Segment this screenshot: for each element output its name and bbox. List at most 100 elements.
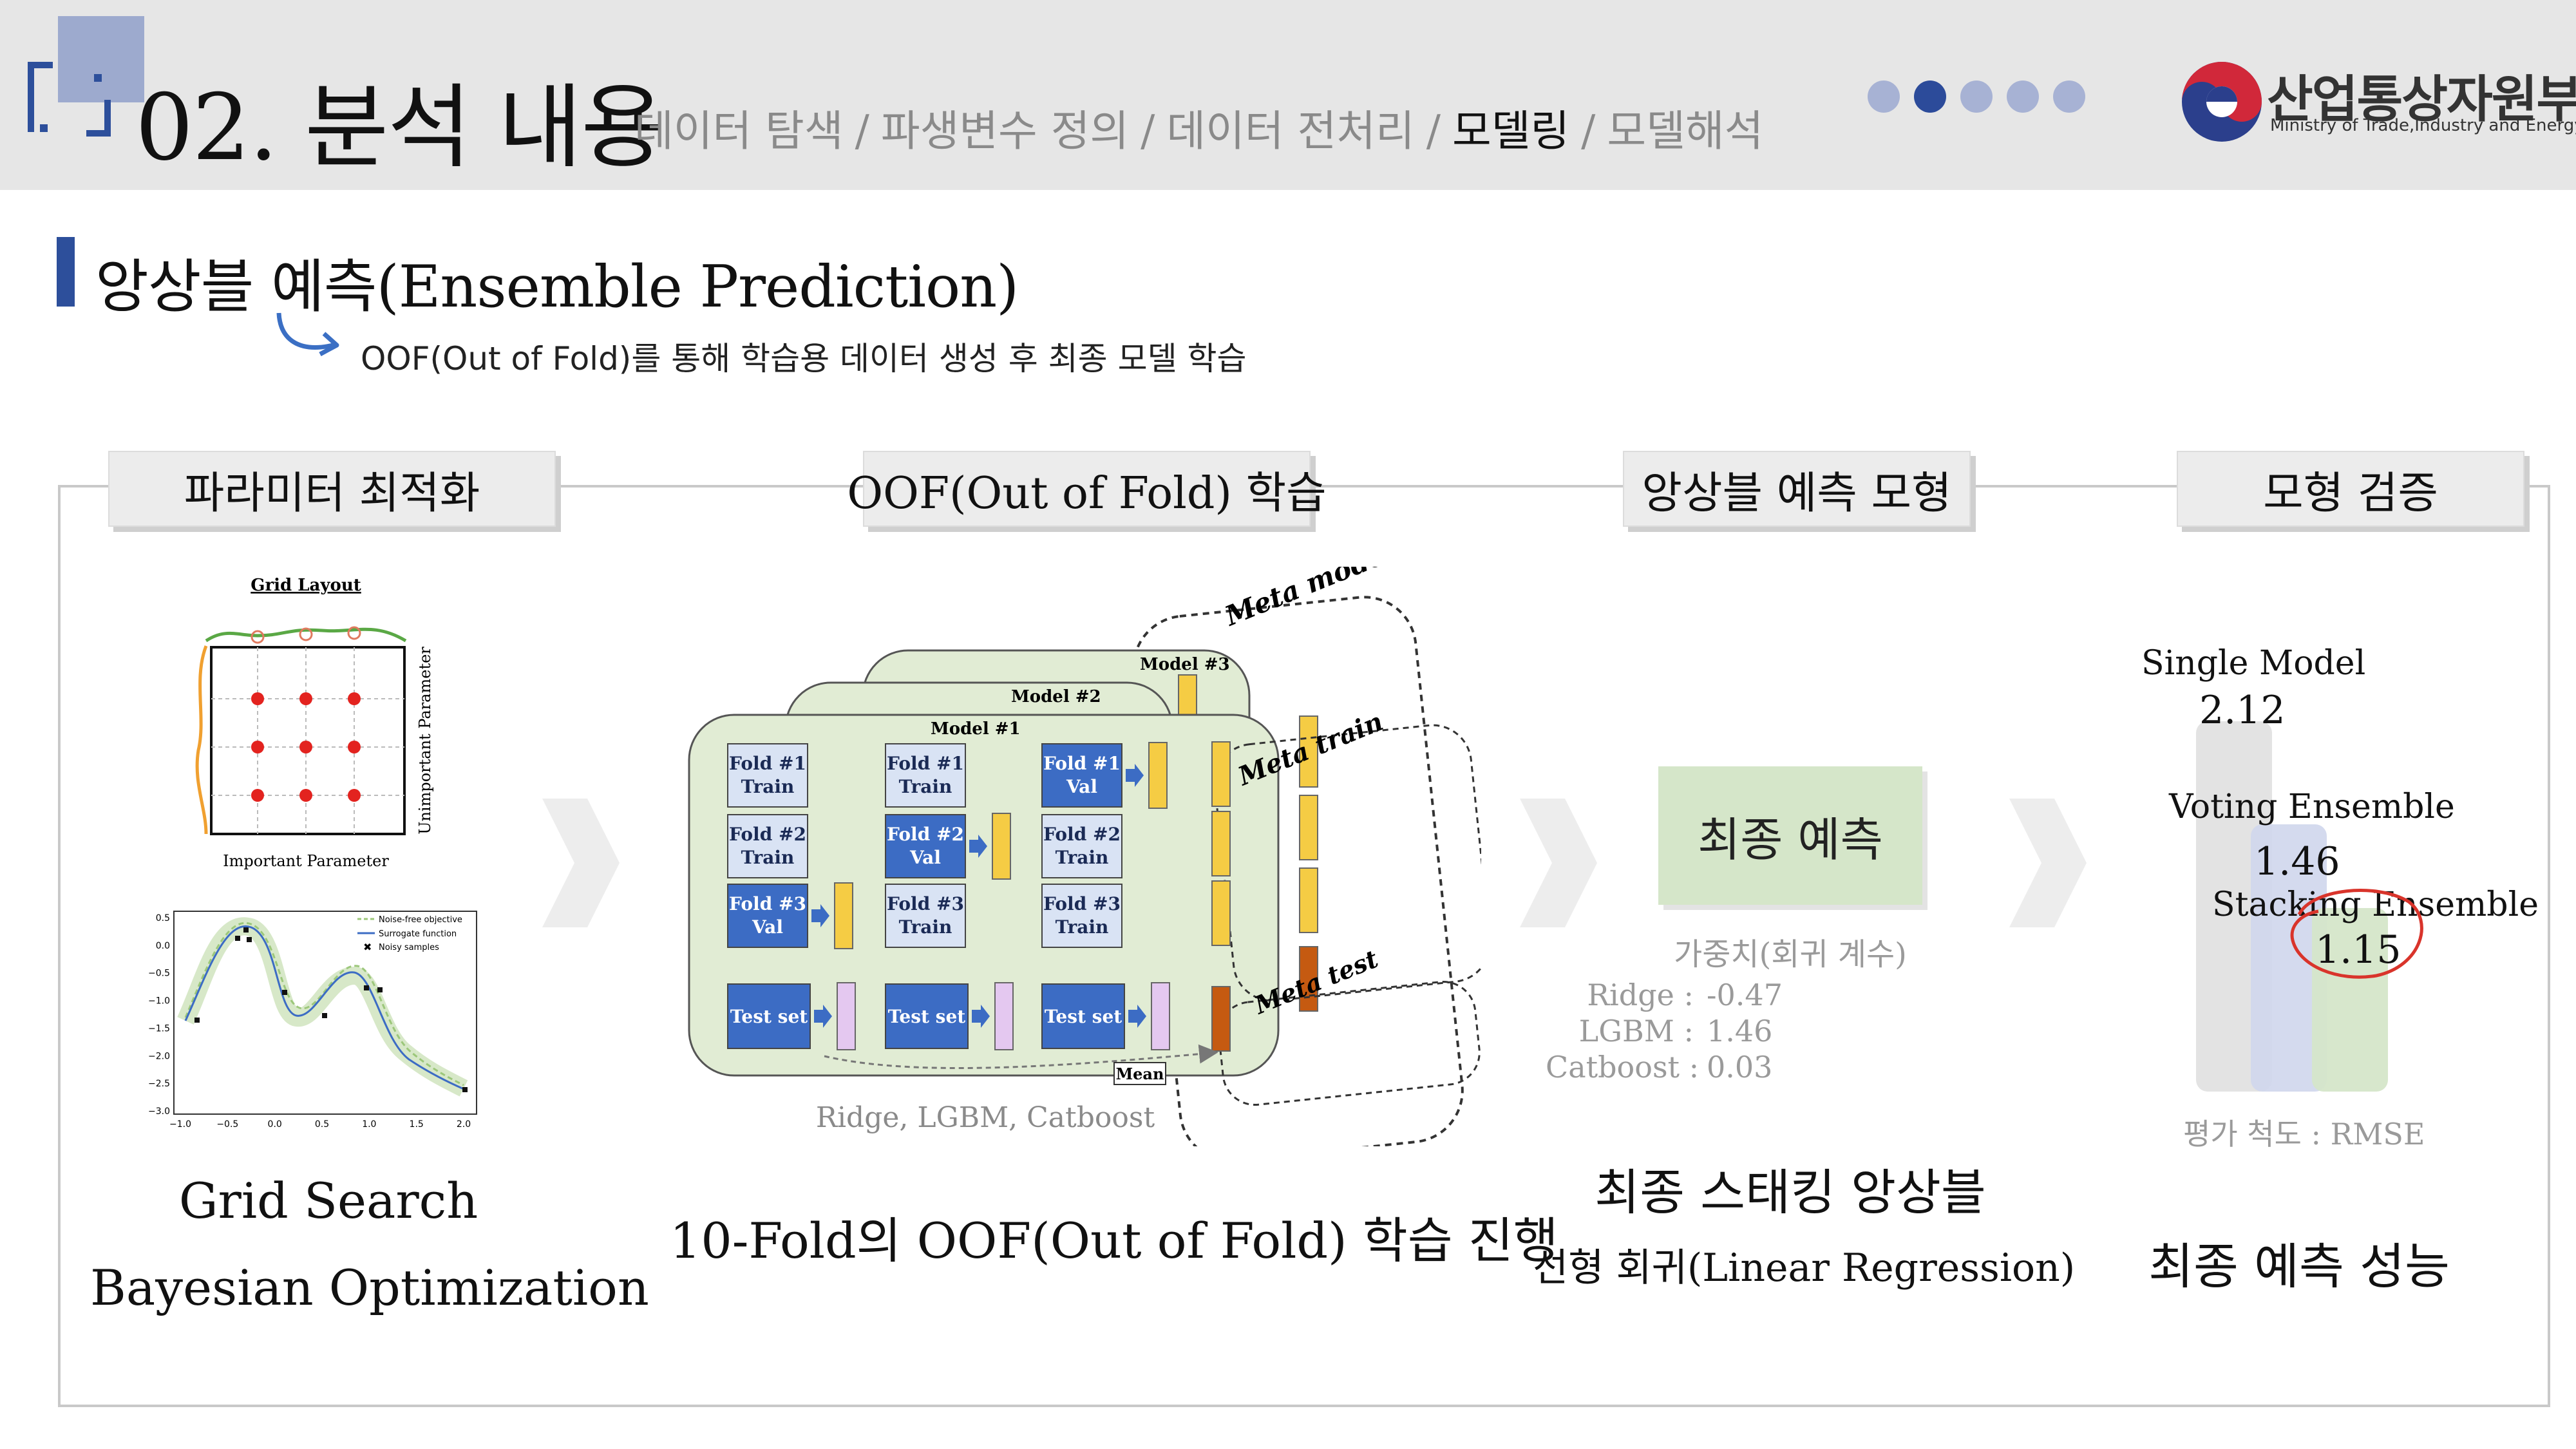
y-tick-label: −1.5 (148, 1023, 170, 1034)
page-indicator (1868, 80, 2085, 113)
y-tick-label: 0.5 (156, 913, 170, 923)
section-heading: 앙상블 예측(Ensemble Prediction) (95, 253, 1019, 321)
weight-value: 1.46 (1707, 1014, 1773, 1048)
y-tick-label: −3.0 (148, 1106, 170, 1117)
chevron-right-icon (1520, 799, 1597, 927)
test-set-block (727, 983, 811, 1049)
result-value-single: 2.12 (2199, 688, 2286, 733)
fold-label: Test set (888, 1006, 965, 1027)
weight-name: Ridge : (1587, 978, 1694, 1012)
column-label-validate: 모형 검증 (2177, 451, 2524, 527)
y-tick-label: −1.0 (148, 996, 170, 1007)
breadcrumb-item[interactable]: 데이터 전처리 (1166, 106, 1415, 156)
caption-final-performance: 최종 예측 성능 (2148, 1238, 2450, 1295)
model-1-label: Model #1 (931, 719, 1021, 739)
fold-label: Val (909, 847, 941, 868)
ministry-name-en: Ministry of Trade,Industry and Energy (2270, 116, 2576, 135)
caption-bayesian-optimization: Bayesian Optimization (90, 1259, 649, 1316)
oof-diagram: Meta model Model #3 Model #2 Model #1 Fo… (688, 567, 1481, 1146)
fold-train-block (727, 814, 808, 878)
bayes-legend-2: Noisy samples (379, 943, 439, 952)
weight-name: LGBM : (1578, 1014, 1694, 1048)
header-bar (0, 0, 2576, 190)
page-dot[interactable] (1960, 80, 1993, 113)
fold-label: Train (741, 847, 795, 868)
y-tick-label: −2.0 (148, 1051, 170, 1061)
mean-label: Mean (1116, 1065, 1164, 1083)
x-tick-label: 0.0 (268, 1119, 282, 1130)
heading-accent-bar (57, 237, 75, 307)
test-prediction-block (837, 982, 856, 1050)
page-title: 02. 분석 내용 (135, 75, 665, 181)
arrow-right-icon (814, 1005, 832, 1028)
fold-train-block (1041, 814, 1122, 878)
breadcrumb-separator: / (1426, 106, 1441, 156)
oof-prediction-block (992, 813, 1011, 880)
breadcrumb-item[interactable]: 파생변수 정의 (880, 106, 1130, 156)
column-label-param: 파라미터 최적화 (108, 451, 556, 527)
ministry-name-ko: 산업통상자원부 (2267, 71, 2576, 129)
fold-label: Fold #1 (887, 753, 964, 774)
x-tick-label: −1.0 (169, 1119, 191, 1130)
page-dot[interactable] (1868, 80, 1900, 113)
caption-stacking-subtitle: 선형 회귀(Linear Regression) (1533, 1245, 2076, 1291)
oof-prediction-block (1148, 742, 1168, 809)
cross-marker-icon: ✖ (363, 941, 372, 953)
weight-row-catboost: Catboost : 0.03 (1546, 1050, 1803, 1084)
page-dot[interactable] (2053, 80, 2085, 113)
column-label-ensemble: 앙상블 예측 모형 (1623, 451, 1971, 527)
logo-square (58, 16, 144, 102)
weight-row-ridge: Ridge : -0.47 (1546, 978, 1803, 1012)
fold-label: Train (899, 916, 952, 938)
grid-figure-title: Grid Layout (251, 576, 361, 595)
grid-layout-figure: Grid Layout Important Parameter Unimport… (195, 576, 434, 870)
x-tick-label: −0.5 (216, 1119, 238, 1130)
weight-value: 0.03 (1707, 1050, 1773, 1084)
page-dot[interactable] (2007, 80, 2039, 113)
fold-label: Train (1056, 916, 1109, 938)
breadcrumb-item[interactable]: 모델링 (1452, 106, 1570, 156)
test-set-block (885, 983, 969, 1049)
breadcrumb-item[interactable]: 데이터 탐색 (634, 106, 844, 156)
section-subheading: OOF(Out of Fold)를 통해 학습용 데이터 생성 후 최종 모델 … (361, 340, 1247, 377)
fold-val-block (727, 884, 808, 948)
curved-arrow-icon (276, 312, 339, 357)
result-label-single: Single Model (2141, 644, 2366, 683)
bracket-logo-icon (28, 62, 111, 137)
fold-label: Fold #2 (887, 824, 964, 845)
result-value-stacking: 1.15 (2315, 927, 2401, 972)
bayes-legend-1: Surrogate function (379, 929, 457, 939)
fold-label: Fold #3 (1043, 893, 1121, 914)
x-tick-label: 0.5 (315, 1119, 329, 1130)
base-models-note: Ridge, LGBM, Catboost (816, 1101, 1155, 1134)
column-label-oof: OOF(Out of Fold) 학습 (847, 451, 1327, 527)
ministry-taegeuk-logo-icon (2182, 62, 2262, 142)
fold-label: Train (899, 776, 952, 797)
grid-figure-xlabel: Important Parameter (223, 852, 389, 870)
grid-figure-ylabel: Unimportant Parameter (416, 647, 434, 835)
arrow-right-icon (1126, 764, 1144, 787)
evaluation-metric: 평가 척도 : RMSE (2183, 1117, 2425, 1151)
arrow-right-icon (1128, 1005, 1146, 1028)
fold-val-block (885, 814, 966, 878)
breadcrumb-item[interactable]: 모델해석 (1607, 106, 1764, 156)
page-dot[interactable] (1914, 80, 1946, 113)
fold-train-block (885, 743, 966, 808)
breadcrumb: 데이터 탐색/파생변수 정의/데이터 전처리/모델링/모델해석 (634, 97, 1763, 158)
chevron-right-icon (2009, 799, 2087, 927)
bayes-legend-0: Noise-free objective (379, 915, 462, 925)
result-value-voting: 1.46 (2254, 839, 2340, 884)
chevron-right-icon (542, 799, 620, 927)
fold-train-block (727, 743, 808, 808)
fold-label: Test set (730, 1006, 808, 1027)
caption-stacking-title: 최종 스태킹 앙상블 (1595, 1164, 1986, 1221)
x-tick-label: 2.0 (457, 1119, 471, 1130)
breadcrumb-separator: / (1581, 106, 1596, 156)
fold-label: Fold #3 (729, 893, 806, 914)
y-tick-label: 0.0 (156, 941, 170, 951)
test-prediction-block (1151, 982, 1170, 1050)
fold-train-block (1041, 884, 1122, 948)
y-tick-label: −0.5 (148, 969, 170, 979)
